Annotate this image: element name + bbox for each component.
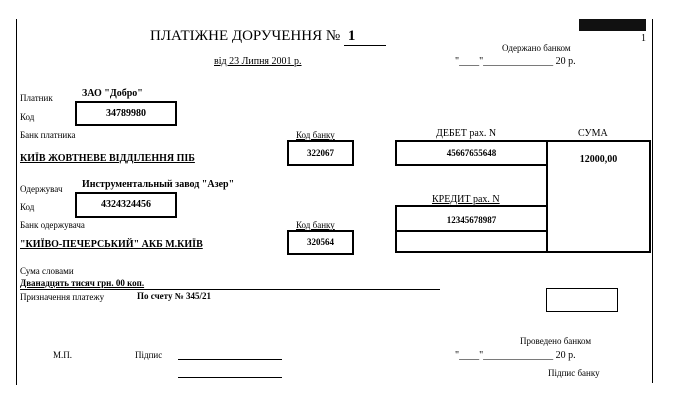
recipient-name: Инструментальный завод "Азер" [82,179,235,190]
recipient-code: 4324324456 [101,199,151,210]
signatures-label: Підпис [135,350,163,360]
credit-label: КРЕДИТ рах. N [432,194,500,205]
recipient-code-label: Код [20,202,35,212]
debit-account: 45667655648 [446,148,497,158]
sum-label: СУМА [578,128,608,139]
payer-name: ЗАО "Добро" [82,88,143,99]
processed-by-bank-label: Проведено банком [520,336,592,346]
recipient-bank-label: Банк одержувача [20,220,85,230]
bank-signature-label: Підпис банку [548,368,600,378]
document-number: 1 [343,28,386,46]
payer-label: Платник [20,93,53,103]
sum-in-words-label: Сума словами [20,266,74,276]
debit-account-box: 45667655648 [395,140,548,166]
payer-code: 34789980 [106,108,146,119]
right-border [652,19,653,383]
debit-label: ДЕБЕТ рах. N [436,128,497,139]
title-text: ПЛАТІЖНЕ ДОРУЧЕННЯ № [150,28,341,44]
received-by-bank-label: Одержано банком [502,43,571,53]
payer-code-box: 34789980 [75,101,177,126]
sum-amount: 12000,00 [579,154,618,165]
payer-bank-code: 322067 [307,148,334,158]
processed-date-line: "____"______________ 20 р. [455,350,576,361]
recipient-code-box: 4324324456 [75,192,177,218]
payer-code-label: Код [20,112,35,122]
words-underline [20,289,440,290]
payer-bank-name: КИЇВ ЖОВТНЕВЕ ВІДДІЛЕННЯ ПІБ [20,153,195,164]
credit-account: 12345678987 [446,215,497,225]
payer-bank-label: Банк платника [20,130,76,140]
sum-in-words: Дванадцять тисяч грн. 00 коп. [20,278,145,288]
purpose-label: Призначення платежу [20,292,105,302]
corner-number: 1 [641,33,646,44]
document-date: від 23 Липня 2001 р. [214,56,302,67]
recipient-bank-code: 320564 [307,237,334,247]
recipient-bank-code-label: Код банку [296,220,335,230]
recipient-bank-code-box: 320564 [287,230,354,255]
signature-line-2 [178,377,282,378]
recipient-bank-name: "КИЇВО-ПЕЧЕРСЬКИЙ" АКБ М.КИЇВ [20,239,203,250]
left-border [16,19,17,385]
payer-bank-code-box: 322067 [287,140,354,166]
recipient-label: Одержувач [20,184,63,194]
payer-bank-code-label: Код банку [296,130,335,140]
received-date-line: "____"______________ 20 р. [455,56,576,67]
sum-box: 12000,00 [546,140,651,253]
credit-divider [397,230,546,232]
stamp-label: М.П. [53,350,73,360]
purpose-text: По счету № 345/21 [137,291,211,301]
signature-line-1 [178,359,282,360]
form-code-block [579,19,646,31]
page-title: ПЛАТІЖНЕ ДОРУЧЕННЯ № 1 [150,28,386,46]
extra-field-box [546,288,618,312]
credit-account-box: 12345678987 [395,205,548,253]
